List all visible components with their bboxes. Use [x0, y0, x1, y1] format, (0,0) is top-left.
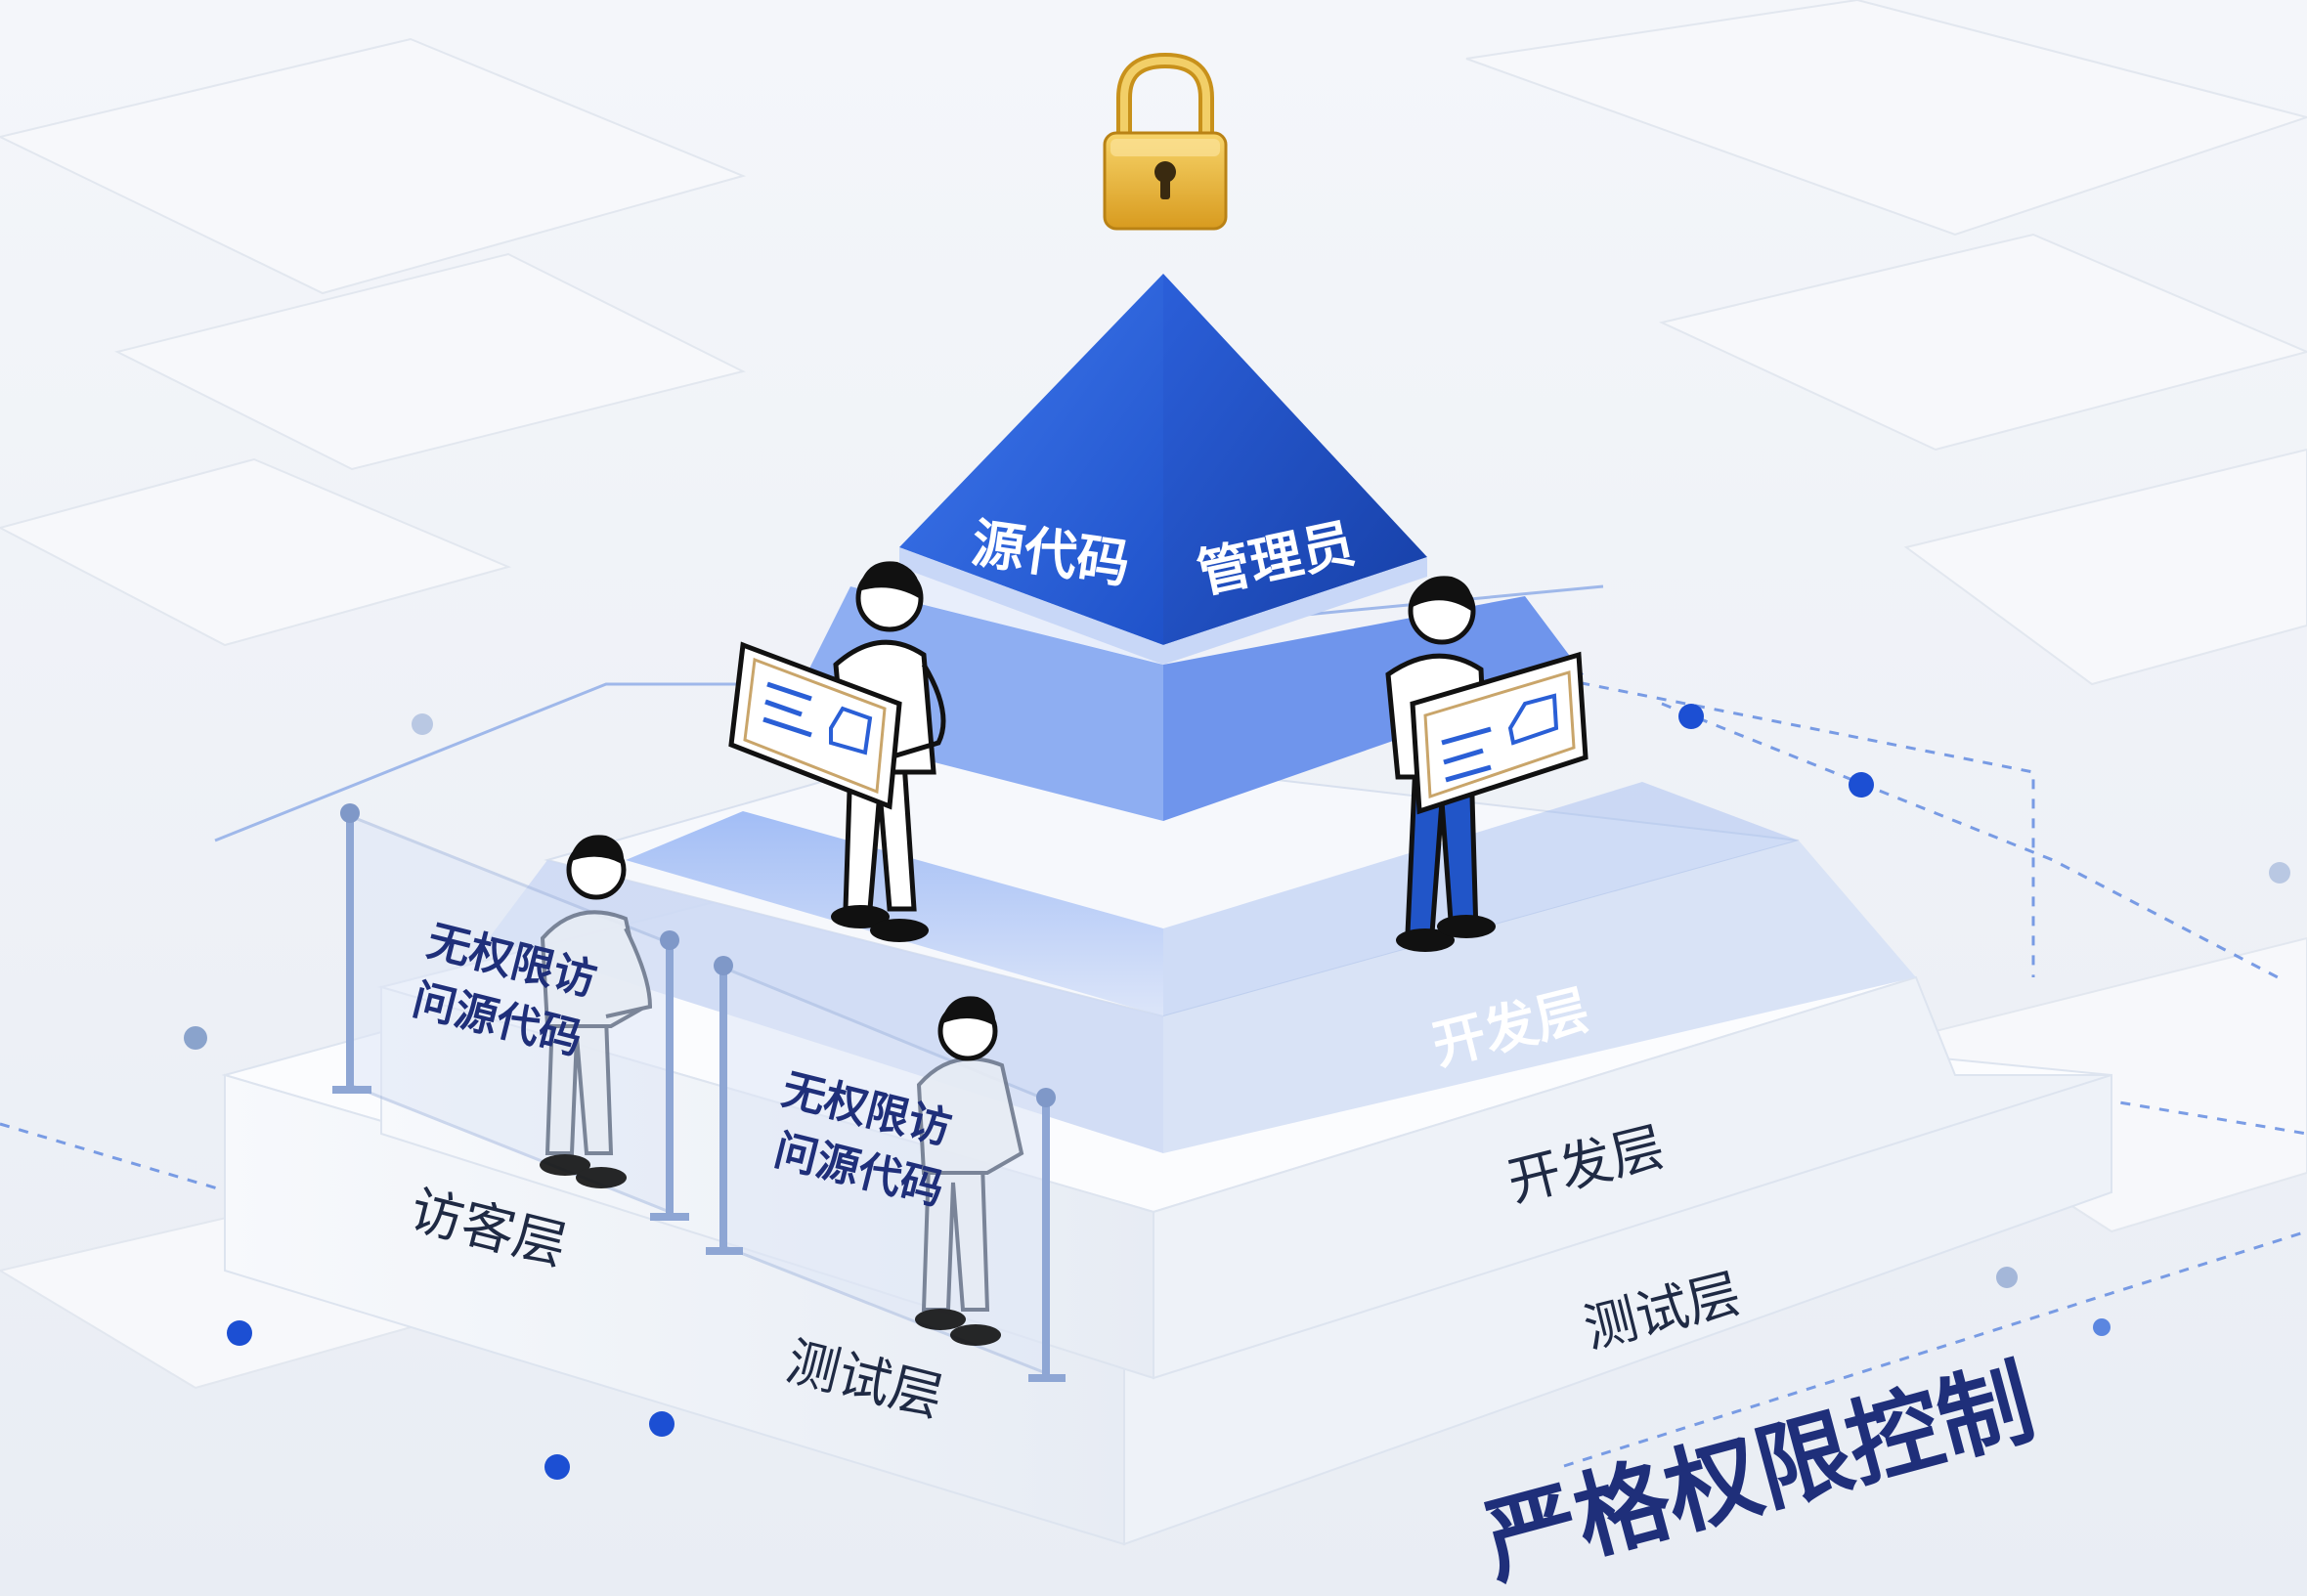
lock-icon [1103, 52, 1228, 231]
network-dot [1678, 704, 1704, 729]
person-guest [540, 910, 653, 1188]
network-dot [184, 1026, 207, 1050]
network-dot [227, 1320, 252, 1346]
network-dot [2269, 862, 2290, 884]
network-dot [544, 1454, 570, 1480]
network-dots [184, 704, 2290, 1480]
certificate-right [1410, 651, 1589, 815]
network-dot [649, 1411, 675, 1437]
network-dot [2093, 1318, 2111, 1336]
person-tester-head [937, 996, 998, 1061]
pyramid-top [899, 274, 1427, 665]
person-guest-head [566, 835, 627, 900]
certificate-left [728, 641, 902, 810]
network-dot [412, 713, 433, 735]
network-dot [1849, 772, 1874, 798]
background-tiles [0, 0, 2307, 1390]
network-dot [1996, 1267, 2018, 1288]
person-developer-left [831, 561, 946, 942]
